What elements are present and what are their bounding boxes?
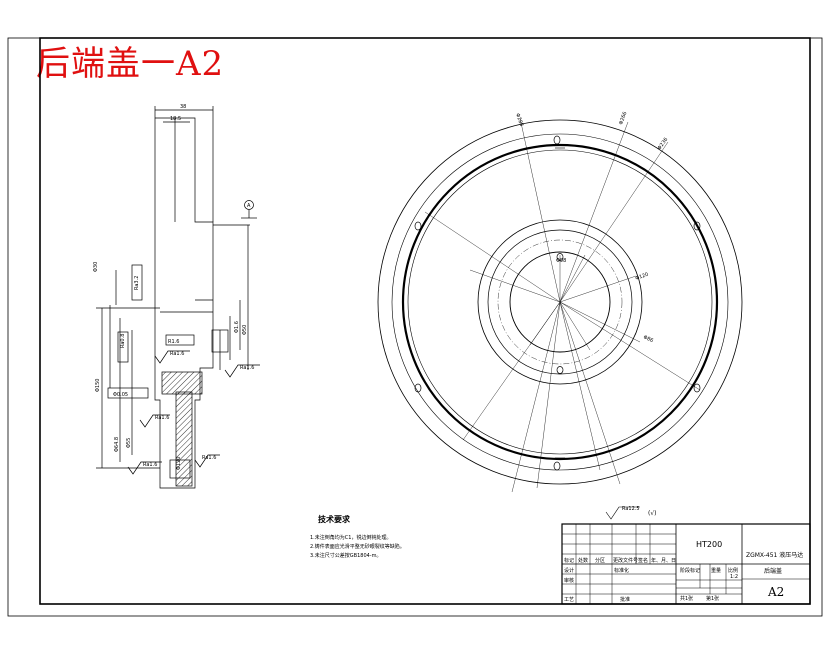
tb-header-1: 标记: [564, 557, 574, 564]
side-dim-phi50: Φ50: [242, 325, 248, 335]
tb-approve: 批准: [620, 596, 630, 603]
roughness-note-value: Ra12.5: [622, 506, 640, 512]
side-dim-phi55: Φ55: [126, 438, 132, 448]
side-dim-phi150: Φ150: [95, 379, 101, 392]
bolt-hole: [414, 221, 422, 231]
hatched-hub: [175, 391, 193, 487]
bolt-hole: [553, 135, 561, 145]
tb-header-5: 签名: [638, 557, 648, 564]
tb-header-2: 处数: [578, 557, 588, 564]
tb-ratio: 比例: [728, 567, 738, 574]
tech-req-line-3: 3.未注尺寸公差按GB1804-m。: [310, 552, 381, 559]
datum-a-circle: [244, 200, 254, 210]
title-block-material: HT200: [696, 540, 722, 549]
front-radial-label-5: Φ86: [642, 334, 654, 344]
ra-callout-5: Ra1.6: [202, 455, 216, 461]
hatched-section: [161, 371, 203, 395]
front-circular-view: [377, 117, 743, 493]
title-block-part-name: 后端盖: [764, 567, 782, 575]
ra-callout-7: Ra3.2: [134, 276, 140, 290]
side-dim-phi30: Φ30: [93, 262, 99, 272]
outer-frame: [7, 37, 823, 617]
title-block-drawing-no: ZGMX-451 液压马达: [746, 551, 803, 559]
inner-hole: [556, 366, 564, 374]
tb-std: 标准化: [614, 567, 629, 574]
side-dim-top2: 18.5: [170, 116, 181, 122]
ra-callout-6: Ra0.8: [120, 334, 126, 348]
inner-border: [39, 37, 811, 605]
bolt-hole: [414, 383, 422, 393]
bolt-hole: [693, 383, 701, 393]
title-block-size: A2: [767, 585, 784, 599]
side-dim-phi648: Φ64.8: [114, 437, 120, 452]
bolt-hole: [553, 461, 561, 471]
side-dim-phi16: Φ1.6: [234, 321, 240, 333]
ra-callout-3: Ra1.6: [170, 351, 184, 357]
title-block: [561, 523, 811, 605]
tb-sheet-total: 共1张: [680, 595, 693, 602]
tech-req-line-1: 1.未注倒角均为C1，锐边倒钝处理。: [310, 534, 391, 541]
tb-weight: 重量: [711, 567, 721, 574]
tech-req-heading: 技术要求: [318, 514, 351, 524]
side-dim-r16: R1.6: [168, 339, 179, 345]
drawing-title: 后端盖一A2: [36, 44, 225, 84]
ra-callout-2: Ra1.6: [155, 415, 169, 421]
front-radial-label-6: Φ98: [556, 258, 566, 264]
tb-stage-mark: 阶段标记: [680, 567, 700, 574]
front-radial-label-2: Φ266: [618, 111, 628, 126]
side-section-view: [96, 106, 260, 489]
datum-a-label: A: [247, 203, 251, 209]
bolt-hole: [693, 221, 701, 231]
tb-sheet-no: 第1张: [706, 595, 719, 602]
side-dim-top: 38: [180, 104, 186, 110]
roughness-note-paren: (√): [648, 510, 657, 517]
inner-hole: [556, 253, 564, 261]
front-radial-label-4: Φ120: [635, 272, 650, 282]
tb-row-review: 审核: [564, 577, 574, 584]
tb-row-design: 设计: [564, 567, 574, 574]
tb-header-4: 更改文件号: [613, 557, 638, 564]
side-dim-phi005: Φ0.05: [113, 392, 128, 398]
tb-header-3: 分区: [595, 557, 605, 564]
tb-row-process: 工艺: [564, 597, 574, 603]
tb-header-6: 年、月、日: [651, 557, 676, 564]
front-radial-label-1: Φ288: [514, 113, 524, 128]
title-block-scale: 1:2: [730, 574, 738, 580]
front-radial-label-3: Φ236: [657, 137, 670, 151]
tech-req-line-2: 2.铸件表面应光滑平整无砂眼裂纹等缺陷。: [310, 543, 405, 550]
side-dim-phi120: Φ120: [176, 457, 182, 470]
ra-callout-1: Ra1.6: [143, 462, 157, 468]
ra-callout-4: Ra1.6: [240, 365, 254, 371]
